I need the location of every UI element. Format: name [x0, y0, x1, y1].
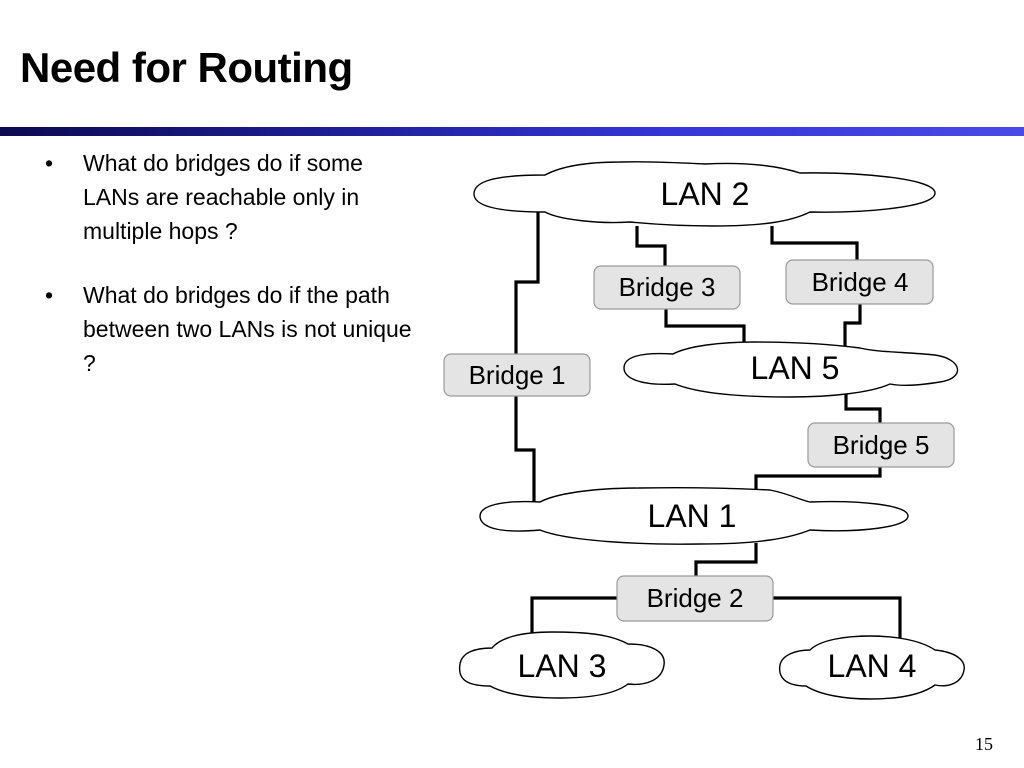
cloud-shape [473, 161, 936, 227]
bridge3-label: Bridge 3 [619, 272, 716, 302]
lan2-label: LAN 2 [661, 176, 750, 212]
connection-lines [514, 212, 902, 645]
lan1-cloud: LAN 1 [479, 486, 909, 545]
bullet-marker: • [45, 282, 54, 308]
title-divider [0, 127, 1024, 136]
lan3-cloud: LAN 3 [458, 631, 665, 699]
link-lan1-bridge2 [694, 543, 758, 578]
lan5-cloud: LAN 5 [623, 341, 959, 398]
lan4-cloud: LAN 4 [778, 635, 965, 700]
bridge1-node: Bridge 1 [443, 353, 591, 397]
bullet-text: What do bridges do if the path between t… [83, 282, 412, 376]
link-lan2-bridge1 [514, 212, 540, 356]
bridge3-node: Bridge 3 [593, 265, 741, 310]
bullet-text: What do bridges do if some LANs are reac… [83, 150, 363, 244]
cloud-shape [458, 631, 665, 699]
bullet-item: • What do bridges do if some LANs are re… [45, 146, 415, 248]
bridge4-node: Bridge 4 [785, 259, 934, 305]
link-lan5-bridge5 [844, 393, 882, 425]
link-bridge2-lan3 [530, 596, 617, 645]
lan5-label: LAN 5 [751, 350, 840, 386]
bridge3-box [593, 265, 741, 310]
lan1-label: LAN 1 [648, 498, 737, 534]
bridge5-box [807, 422, 955, 468]
link-bridge5-lan1 [754, 466, 882, 492]
lan2-cloud: LAN 2 [473, 161, 936, 227]
bridge2-label: Bridge 2 [647, 583, 744, 613]
link-bridge2-lan4 [773, 596, 902, 645]
bridge2-node: Bridge 2 [616, 575, 774, 622]
bullet-item: • What do bridges do if the path between… [45, 278, 415, 380]
page-number: 15 [975, 734, 993, 754]
bridge5-label: Bridge 5 [833, 430, 930, 460]
cloud-shape [778, 635, 965, 700]
cloud-shape [479, 486, 909, 545]
link-lan2-bridge3 [635, 226, 667, 268]
bridge4-label: Bridge 4 [812, 267, 909, 297]
bridge4-box [785, 259, 934, 305]
slide-title: Need for Routing [20, 44, 353, 91]
lan4-label: LAN 4 [828, 648, 917, 684]
bridge5-node: Bridge 5 [807, 422, 955, 468]
link-lan2-bridge4 [770, 226, 859, 262]
bridge1-label: Bridge 1 [469, 360, 566, 390]
lan3-label: LAN 3 [518, 648, 607, 684]
bridge1-box [443, 353, 591, 397]
link-bridge1-lan1 [514, 394, 536, 503]
bullet-marker: • [45, 150, 54, 176]
link-bridge3-lan5 [664, 308, 746, 346]
bridge2-box [616, 575, 774, 622]
link-bridge4-lan5 [843, 303, 862, 347]
cloud-shape [623, 341, 959, 398]
bullet-list: • What do bridges do if some LANs are re… [45, 146, 415, 410]
